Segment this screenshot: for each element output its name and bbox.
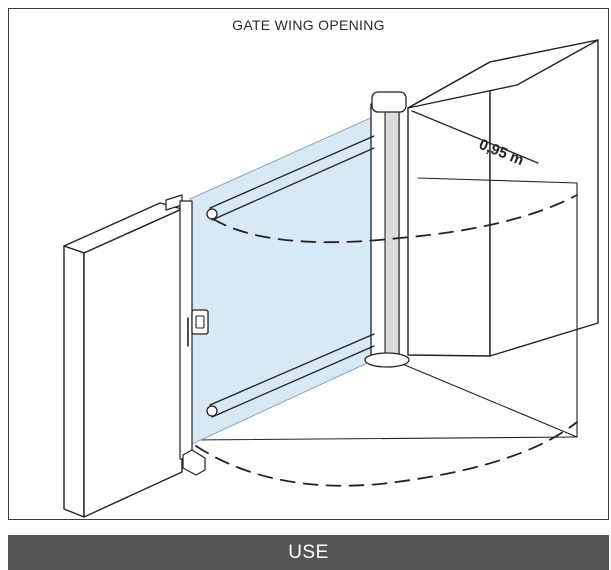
- upper-swing-arc: [212, 194, 578, 244]
- right-post: [364, 91, 410, 368]
- glass-panel: [189, 115, 377, 445]
- section-header: USE: [8, 535, 609, 570]
- gate-handle: [187, 309, 209, 347]
- figure-title: GATE WING OPENING: [232, 17, 385, 33]
- gate-illustration: 0,95 m: [63, 39, 599, 518]
- swing-arcs: [195, 194, 578, 487]
- upper-crossbar: [206, 135, 375, 221]
- floor-outline: [188, 177, 578, 441]
- left-wall: [63, 202, 183, 518]
- left-post: [165, 194, 206, 476]
- lower-crossbar: [206, 333, 375, 418]
- lower-swing-arc: [195, 421, 578, 487]
- right-wall: [407, 39, 599, 357]
